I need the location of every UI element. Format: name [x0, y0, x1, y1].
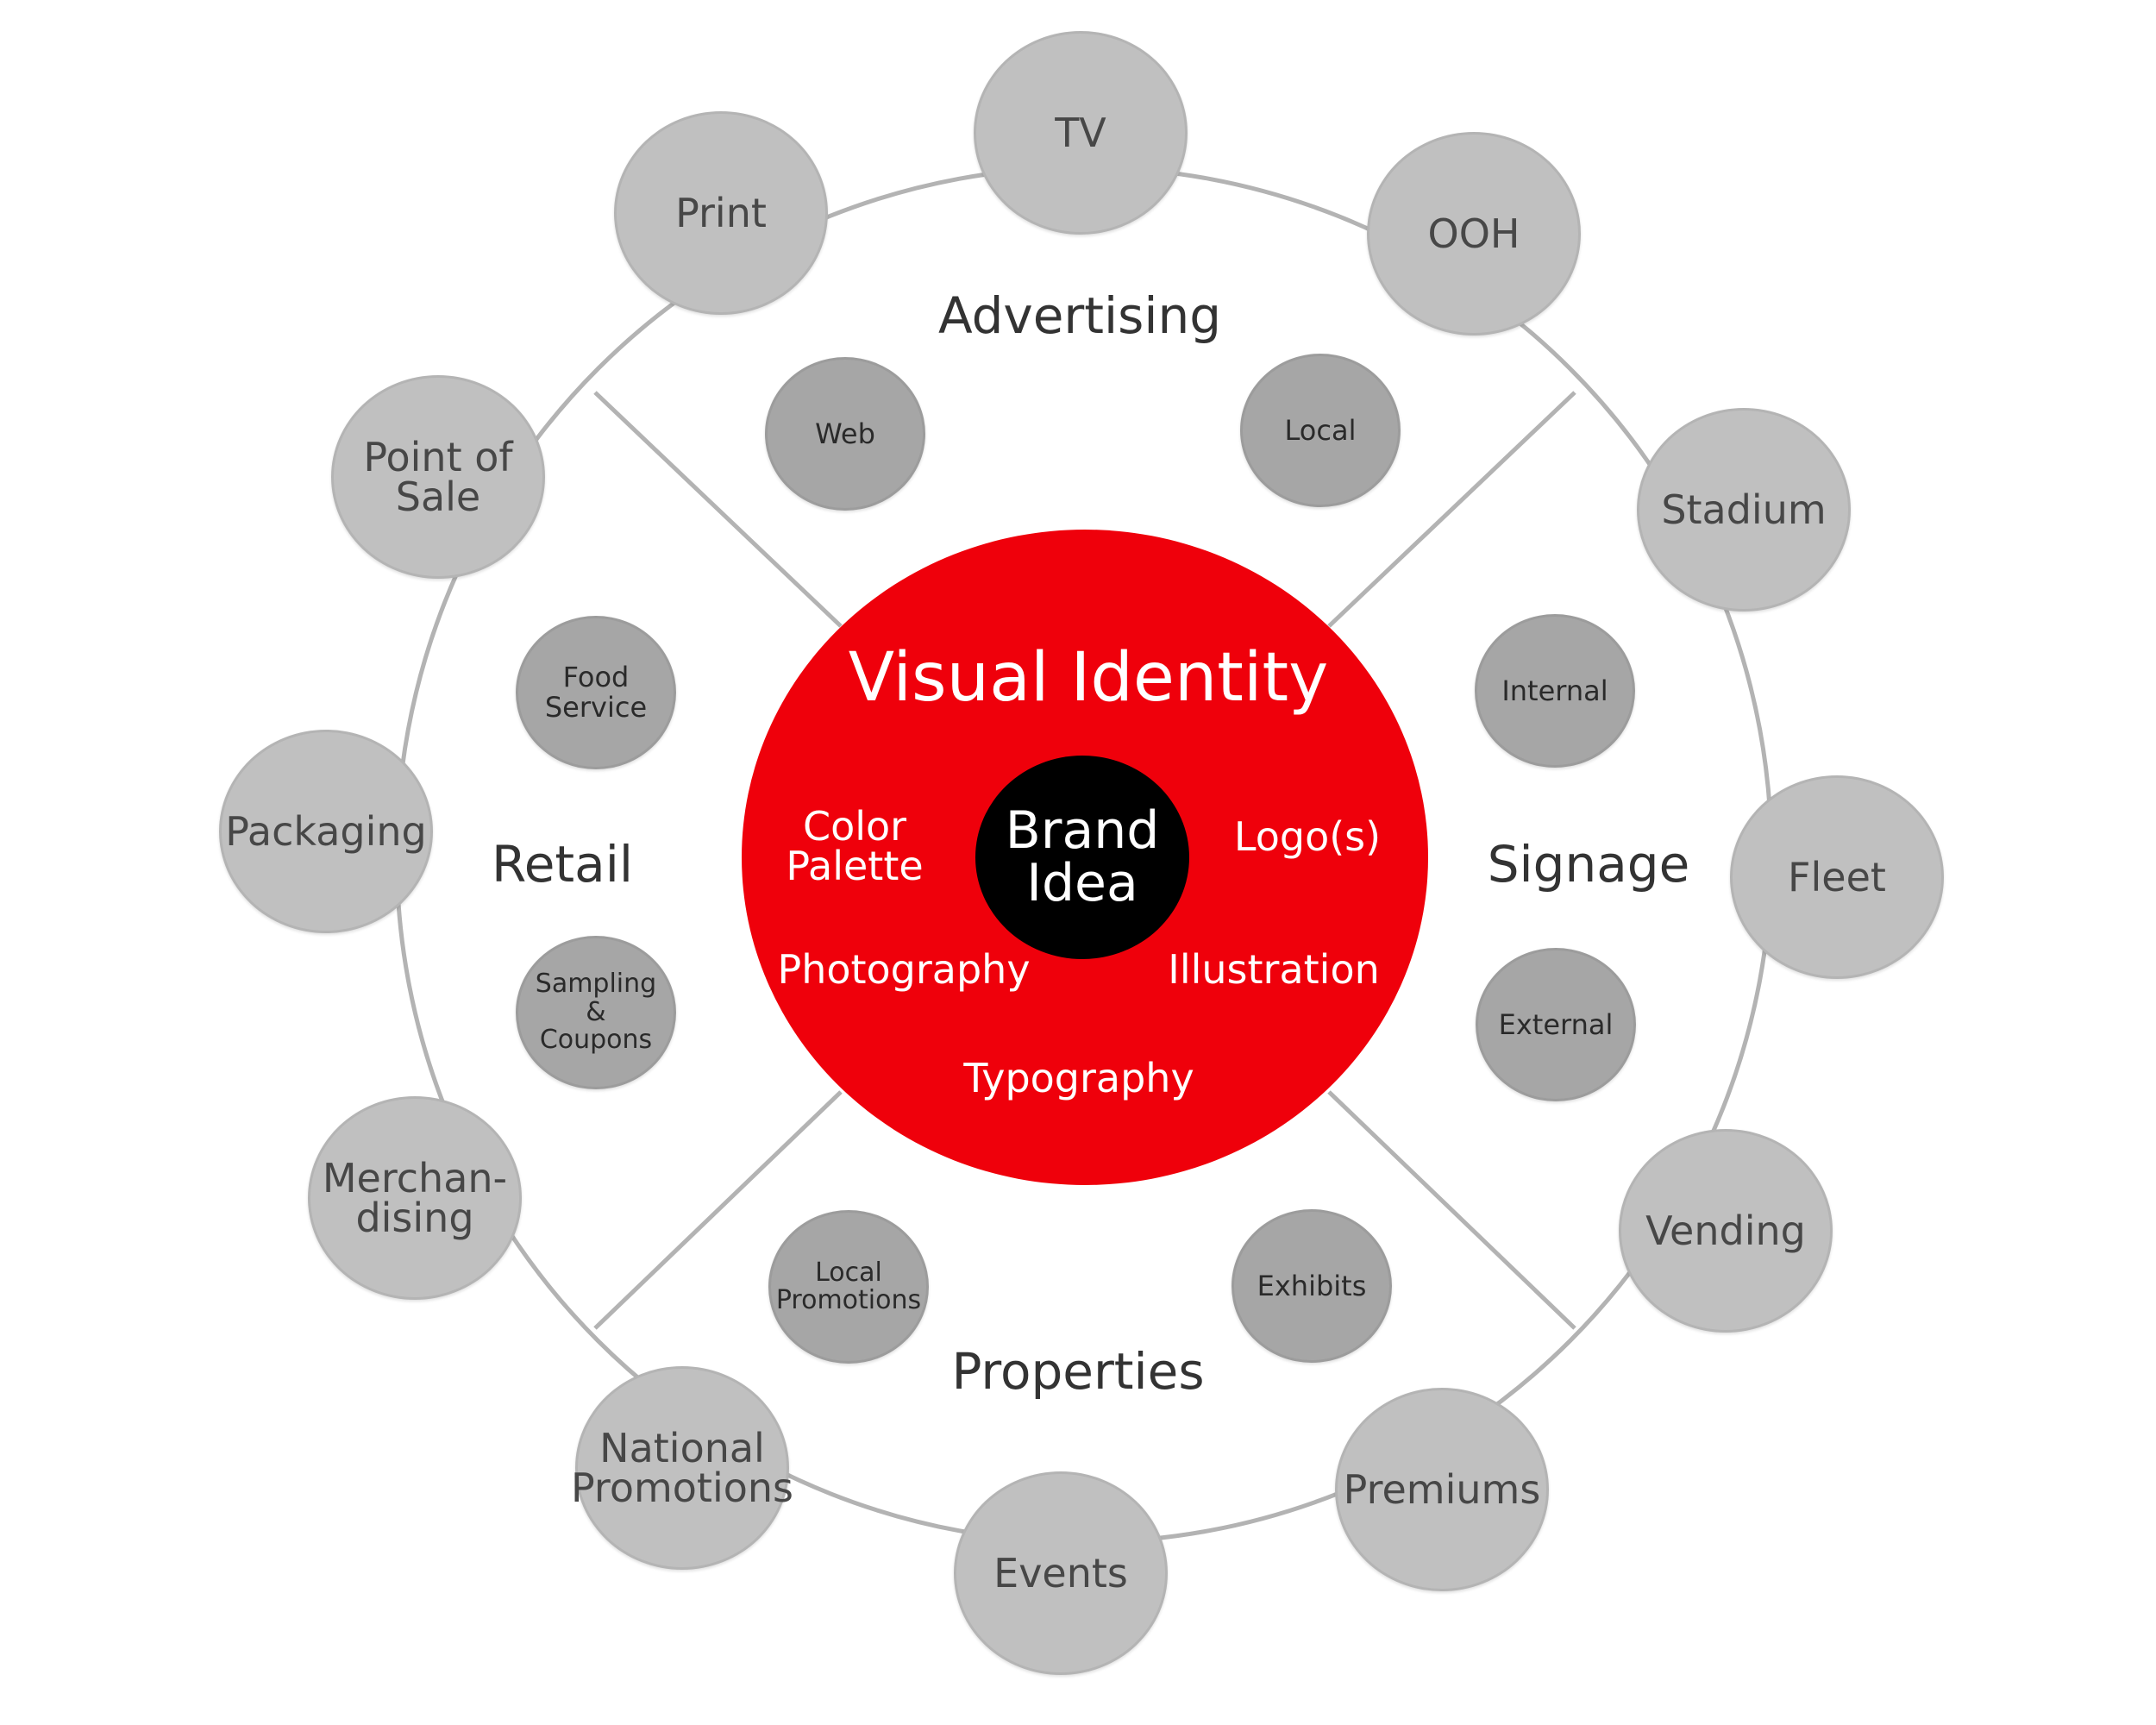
channel-label-external: External	[1498, 1007, 1614, 1041]
channel-node-external: External	[1476, 948, 1636, 1101]
segment-label-advertising: Advertising	[937, 286, 1222, 345]
channel-label-local: Local	[1284, 413, 1357, 447]
channel-label-sampling-coupons: Sampling & Coupons	[535, 969, 657, 1056]
divider-line-bottom-left	[593, 1090, 843, 1330]
segment-label-signage: Signage	[1487, 835, 1690, 894]
core-element-typography: Typography	[963, 1055, 1194, 1101]
media-node-packaging: Packaging	[219, 730, 433, 933]
core-title: Visual Identity	[848, 639, 1329, 717]
channel-node-local-promotions: Local Promotions	[768, 1210, 929, 1364]
channel-node-local: Local	[1240, 354, 1401, 507]
channel-node-internal: Internal	[1475, 614, 1635, 768]
media-label-events: Events	[993, 1550, 1128, 1596]
media-label-fleet: Fleet	[1788, 854, 1886, 900]
media-node-stadium: Stadium	[1637, 408, 1851, 612]
brand-idea-label: Brand Idea	[1005, 800, 1160, 913]
core-element-logos: Logo(s)	[1233, 813, 1382, 860]
media-node-point-of-sale: Point of Sale	[331, 375, 545, 579]
channel-node-sampling-coupons: Sampling & Coupons	[516, 936, 676, 1089]
media-label-print: Print	[675, 190, 767, 236]
channel-label-food-service: Food Service	[544, 661, 648, 724]
media-label-national-promotions: National Promotions	[571, 1425, 794, 1511]
divider-line-bottom-right	[1327, 1090, 1576, 1330]
core-element-illustration: Illustration	[1168, 946, 1380, 993]
media-label-stadium: Stadium	[1661, 486, 1827, 533]
core-element-color-palette: Color Palette	[786, 803, 924, 889]
media-node-ooh: OOH	[1367, 132, 1581, 336]
channel-node-food-service: Food Service	[516, 616, 676, 769]
media-node-tv: TV	[974, 31, 1188, 235]
channel-node-exhibits: Exhibits	[1232, 1209, 1392, 1363]
divider-line-top-left	[593, 391, 843, 628]
media-label-ooh: OOH	[1427, 210, 1520, 257]
media-label-tv: TV	[1055, 110, 1106, 156]
brand-idea-center: Brand Idea	[975, 756, 1189, 959]
media-node-print: Print	[614, 111, 828, 315]
media-node-premiums: Premiums	[1335, 1388, 1549, 1591]
media-node-merchandising: Merchan- dising	[308, 1096, 522, 1300]
media-node-events: Events	[954, 1471, 1168, 1675]
media-label-merchandising: Merchan- dising	[322, 1155, 508, 1241]
media-label-point-of-sale: Point of Sale	[363, 434, 513, 520]
segment-label-properties: Properties	[951, 1342, 1205, 1401]
divider-line-top-right	[1327, 391, 1576, 628]
media-node-vending: Vending	[1619, 1129, 1833, 1333]
channel-label-local-promotions: Local Promotions	[775, 1257, 922, 1315]
channel-label-internal: Internal	[1501, 674, 1608, 707]
segment-label-retail: Retail	[492, 835, 633, 894]
media-node-fleet: Fleet	[1730, 775, 1944, 979]
media-node-national-promotions: National Promotions	[571, 1366, 793, 1570]
channel-node-web: Web	[765, 357, 925, 511]
channel-label-exhibits: Exhibits	[1257, 1269, 1367, 1302]
channel-label-web: Web	[815, 417, 875, 450]
media-label-packaging: Packaging	[225, 808, 427, 855]
core-element-photography: Photography	[777, 946, 1031, 993]
media-label-premiums: Premiums	[1343, 1466, 1541, 1513]
media-label-vending: Vending	[1645, 1208, 1806, 1254]
